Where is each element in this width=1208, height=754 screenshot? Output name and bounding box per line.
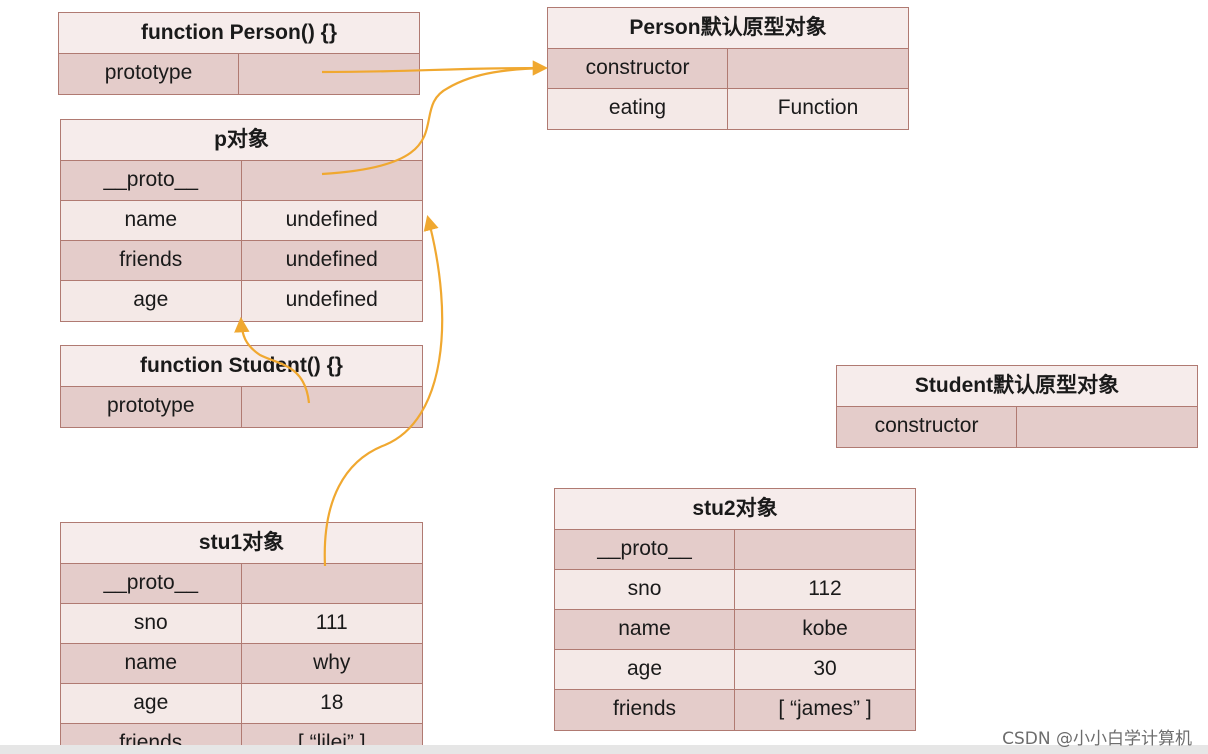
row-value xyxy=(242,161,423,200)
table-row: __proto__ xyxy=(61,161,422,201)
row-value: kobe xyxy=(802,617,848,640)
row-key: eating xyxy=(548,89,728,129)
row-key: constructor xyxy=(548,49,728,88)
person-constructor-table: function Person() {} prototype xyxy=(58,12,420,95)
table-title: function Person() {} xyxy=(59,13,419,54)
table-row: prototype xyxy=(59,54,419,94)
table-title: stu1对象 xyxy=(61,523,422,564)
row-value: 30 xyxy=(813,657,837,680)
student-prototype-table: Student默认原型对象 constructor xyxy=(836,365,1198,448)
row-value: undefined xyxy=(285,288,378,311)
row-value xyxy=(735,530,915,569)
table-title: Student默认原型对象 xyxy=(837,366,1197,407)
table-row: age undefined xyxy=(61,281,422,321)
person-prototype-table: Person默认原型对象 constructor eating Function xyxy=(547,7,909,130)
row-value: undefined xyxy=(285,208,378,231)
row-key: friends xyxy=(555,690,735,730)
p-object-table: p对象 __proto__ name undefined friends und… xyxy=(60,119,423,322)
row-key: age xyxy=(555,650,735,689)
row-key: name xyxy=(555,610,735,649)
row-key: __proto__ xyxy=(61,564,242,603)
row-value xyxy=(242,564,423,603)
table-row: __proto__ xyxy=(61,564,422,604)
table-row: constructor xyxy=(548,49,908,89)
stu1-object-table: stu1对象 __proto__ sno 111 name why age 18… xyxy=(60,522,423,754)
row-key: sno xyxy=(555,570,735,609)
row-value: [ “james” ] xyxy=(778,697,872,720)
row-key: constructor xyxy=(837,407,1017,447)
row-key: __proto__ xyxy=(555,530,735,569)
row-key: age xyxy=(61,684,242,723)
row-value: 112 xyxy=(808,577,842,600)
table-row: eating Function xyxy=(548,89,908,129)
row-value: undefined xyxy=(285,248,378,271)
table-row: friends undefined xyxy=(61,241,422,281)
row-key: prototype xyxy=(59,54,239,94)
table-row: age 30 xyxy=(555,650,915,690)
row-value: why xyxy=(313,651,351,674)
table-row: prototype xyxy=(61,387,422,427)
table-title: Person默认原型对象 xyxy=(548,8,908,49)
row-value xyxy=(1017,407,1197,447)
row-value xyxy=(242,387,423,427)
table-row: name kobe xyxy=(555,610,915,650)
table-title: p对象 xyxy=(61,120,422,161)
row-key: sno xyxy=(61,604,242,643)
table-row: age 18 xyxy=(61,684,422,724)
table-row: name why xyxy=(61,644,422,684)
row-value: Function xyxy=(777,96,859,119)
table-row: sno 111 xyxy=(61,604,422,644)
table-row: name undefined xyxy=(61,201,422,241)
table-row: constructor xyxy=(837,407,1197,447)
stu2-object-table: stu2对象 __proto__ sno 112 name kobe age 3… xyxy=(554,488,916,731)
row-value xyxy=(239,54,419,94)
row-value: 111 xyxy=(315,611,348,634)
table-row: friends [ “james” ] xyxy=(555,690,915,730)
row-key: name xyxy=(61,644,242,683)
row-value: 18 xyxy=(320,691,344,714)
table-row: sno 112 xyxy=(555,570,915,610)
table-title: stu2对象 xyxy=(555,489,915,530)
row-key: name xyxy=(61,201,242,240)
row-value xyxy=(728,49,908,88)
bottom-bar xyxy=(0,745,1208,754)
table-row: __proto__ xyxy=(555,530,915,570)
row-key: age xyxy=(61,281,242,321)
student-constructor-table: function Student() {} prototype xyxy=(60,345,423,428)
row-key: friends xyxy=(61,241,242,280)
table-title: function Student() {} xyxy=(61,346,422,387)
row-key: prototype xyxy=(61,387,242,427)
row-key: __proto__ xyxy=(61,161,242,200)
watermark: CSDN @小小白学计算机 xyxy=(1002,729,1192,749)
